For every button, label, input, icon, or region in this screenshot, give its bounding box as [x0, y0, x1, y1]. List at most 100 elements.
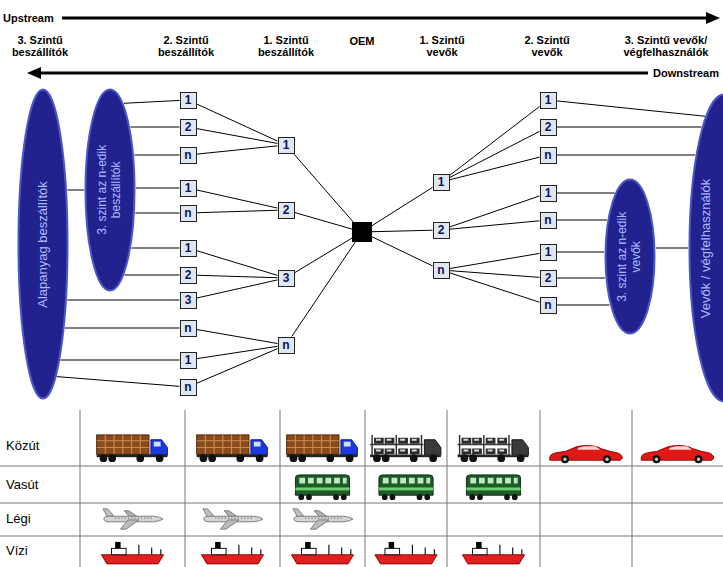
connector-line	[197, 251, 278, 276]
connector-line	[197, 349, 278, 384]
connector-line	[124, 100, 180, 103]
tier-box: n	[540, 297, 557, 314]
connector-line	[450, 253, 540, 268]
tier-number: 2	[545, 121, 552, 133]
table-grid-columns	[80, 410, 632, 567]
connector-line	[372, 237, 433, 266]
connector-line	[295, 238, 353, 273]
group-label: 3. szint az n-edik beszállítók	[96, 131, 124, 249]
tier-number: 3	[185, 294, 192, 306]
tier-box: n	[180, 379, 197, 396]
tier-number: n	[544, 214, 551, 226]
tier-number: n	[184, 149, 191, 161]
row-label: Vasút	[6, 477, 38, 492]
connector-line	[557, 252, 605, 253]
connector-line	[60, 360, 179, 361]
tier-number: 2	[438, 224, 445, 236]
label-box: 3. Szintű vevők/ végfelhasználók	[613, 34, 719, 58]
connector-line	[656, 248, 688, 249]
tier-box: 2	[540, 270, 557, 287]
downstream-arrow-head	[27, 67, 41, 79]
connector-line	[197, 346, 278, 358]
connector-line	[197, 275, 278, 277]
label-box: Vasút	[6, 478, 38, 492]
tier-number: 1	[185, 182, 192, 194]
tier-box: n	[180, 320, 197, 337]
tier-box: n	[540, 212, 557, 229]
tier-number: 2	[185, 121, 192, 133]
connector-line	[197, 210, 278, 212]
connector-line	[557, 127, 702, 128]
connector-line	[450, 131, 540, 177]
connector-line	[197, 329, 278, 343]
connector-line	[67, 190, 84, 191]
tier-number: 2	[283, 204, 290, 216]
tier-number: 1	[545, 94, 552, 106]
connector-line	[450, 271, 540, 278]
tier-number: n	[544, 299, 551, 311]
connector-line	[450, 107, 540, 176]
tier-number: 1	[185, 354, 192, 366]
car-icon	[550, 446, 623, 464]
group-label: 3. szint az n-edik vevők	[616, 198, 644, 316]
tier-number: 1	[545, 187, 552, 199]
tier-number: n	[544, 149, 551, 161]
connector-line	[372, 187, 433, 225]
row-label: Vízi	[6, 543, 28, 558]
car-carrier-icon	[370, 435, 441, 462]
connector-line	[131, 248, 179, 249]
tier-box: 1	[540, 244, 557, 261]
tier-box: 1	[180, 352, 197, 369]
car-icon	[641, 446, 714, 464]
label-box: 2. Szintű vevők	[516, 34, 578, 58]
truck-icon	[97, 435, 168, 462]
connector-line	[557, 305, 610, 306]
connector-line	[197, 129, 278, 144]
ship-icon	[375, 542, 437, 564]
connector-line	[292, 242, 356, 337]
ship-icon	[201, 542, 263, 564]
column-header: OEM	[332, 35, 392, 47]
group-ellipse: 3. szint az n-edik beszállítók	[84, 88, 136, 292]
connector-line	[557, 155, 696, 156]
tier-number: n	[282, 339, 289, 351]
tier-box: 2	[278, 202, 295, 219]
ship-icon	[101, 542, 163, 564]
tier-box: 2	[540, 119, 557, 136]
car-carrier-icon	[458, 435, 529, 462]
ship-icon	[291, 542, 353, 564]
ellipse-shape	[86, 90, 135, 291]
connector-line	[372, 230, 433, 232]
group-label: Vevők / végfelhasználók	[699, 163, 714, 333]
tier-number: 3	[283, 272, 290, 284]
label-box: Upstream	[3, 12, 54, 24]
tier-number: 2	[545, 272, 552, 284]
connector-line	[557, 193, 615, 194]
connector-line	[293, 154, 353, 223]
connector-line	[450, 157, 540, 180]
tier-box: 1	[180, 180, 197, 197]
connector-line	[134, 155, 179, 156]
column-header: 1. Szintű beszállítók	[258, 34, 314, 58]
tier-box: n	[278, 337, 295, 354]
tier-box: 2	[180, 267, 197, 284]
connector-line	[197, 190, 278, 208]
label-box: Downstream	[653, 67, 719, 79]
upstream-arrow-head	[706, 12, 720, 24]
tier-box: 2	[433, 222, 450, 239]
downstream-arrow-shaft	[40, 72, 648, 75]
connector-line	[135, 213, 179, 214]
tier-number: 1	[438, 176, 445, 188]
tier-box: 1	[180, 240, 197, 257]
connector-line	[65, 328, 180, 329]
label-box: 1. Szintű beszállítók	[250, 34, 322, 58]
upstream-arrow-shaft	[62, 17, 707, 20]
label-box: 1. Szintű vevők	[411, 34, 473, 58]
label-box: 3. Szintű beszállítók	[4, 34, 76, 58]
tier-number: n	[184, 381, 191, 393]
tier-box: 2	[180, 119, 197, 136]
connector-line	[450, 273, 540, 302]
train-icon	[379, 475, 433, 500]
